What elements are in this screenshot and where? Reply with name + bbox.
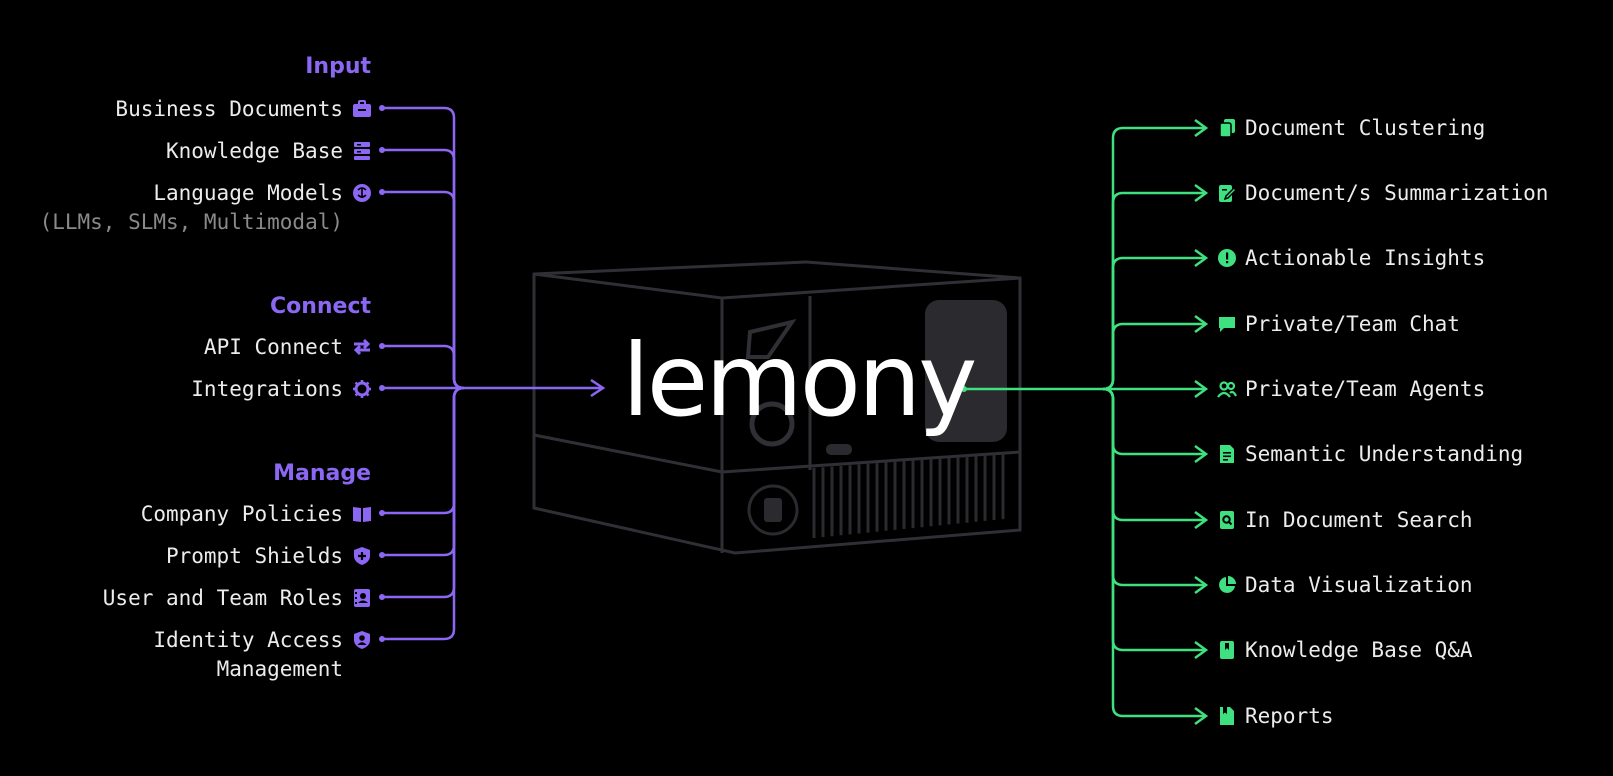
input-prompt-shields: Prompt Shields (165, 544, 343, 568)
shield-user-icon (354, 631, 370, 649)
input-connector-line (382, 386, 465, 515)
input-integrations: Integrations (191, 377, 343, 401)
box-globe-icon (749, 401, 795, 447)
input-language-models: Language Models (153, 181, 343, 205)
document-search-icon (1220, 511, 1234, 529)
box-logo-mark (745, 318, 797, 359)
briefcase-icon (353, 100, 371, 117)
output-private-team-agents: Private/Team Agents (1245, 377, 1486, 401)
input-language-models-sublabel: (LLMs, SLMs, Multimodal) (39, 210, 343, 234)
users-icon (1217, 381, 1237, 398)
input-identity-access: Identity Access (153, 628, 343, 652)
input-connector-line (382, 190, 465, 390)
output-document-summarization: Document/s Summarization (1245, 181, 1549, 205)
output-knowledge-base-qa: Knowledge Base Q&A (1245, 638, 1473, 662)
book-bookmark-icon (1220, 641, 1234, 659)
output-arrowhead (1194, 640, 1209, 660)
output-arrowhead (1194, 379, 1209, 399)
output-reports: Reports (1245, 704, 1334, 728)
input-connector-line (382, 386, 465, 641)
input-knowledge-base: Knowledge Base (165, 139, 343, 163)
swap-arrows-icon (353, 338, 371, 356)
heading-manage: Manage (273, 461, 371, 486)
output-in-document-search: In Document Search (1245, 508, 1473, 532)
output-semantic-understanding: Semantic Understanding (1245, 442, 1524, 466)
input-connector-line (382, 344, 465, 390)
output-arrowhead (1194, 248, 1209, 268)
gear-icon (353, 380, 371, 398)
brand-wordmark: lemony (622, 322, 977, 439)
output-arrowhead (1194, 575, 1209, 595)
input-connector-line (382, 148, 465, 390)
output-arrowhead (1194, 118, 1209, 138)
document-text-icon (1220, 445, 1234, 463)
output-connector-line (1102, 322, 1205, 391)
input-api-connect: API Connect (203, 335, 343, 359)
input-connector-line (382, 386, 465, 557)
documents-stack-icon (1219, 119, 1235, 138)
brain-icon (353, 184, 371, 202)
book-icon (353, 507, 371, 522)
shield-plus-icon (354, 547, 370, 565)
output-actionable-insights: Actionable Insights (1245, 246, 1486, 270)
input-connectors (379, 105, 606, 642)
output-connector-line (1102, 387, 1205, 587)
chat-bubble-icon (1219, 317, 1235, 332)
input-connector-line (382, 386, 465, 599)
output-arrowhead (1194, 444, 1209, 464)
input-business-documents: Business Documents (115, 97, 343, 121)
output-arrowhead (1194, 706, 1209, 726)
server-box-illustration (532, 260, 1022, 555)
input-arrowhead (590, 378, 606, 398)
output-data-visualization: Data Visualization (1245, 573, 1473, 597)
box-vents (812, 453, 1005, 538)
box-button (826, 444, 852, 455)
heading-input: Input (305, 54, 371, 79)
document-edit-icon (1219, 185, 1237, 202)
alert-circle-icon (1218, 249, 1236, 267)
heading-connect: Connect (269, 294, 371, 319)
input-company-policies: Company Policies (140, 502, 343, 526)
input-identity-access-line2: Management (216, 657, 343, 681)
output-private-team-chat: Private/Team Chat (1245, 312, 1460, 336)
bookmark-doc-icon (1220, 707, 1234, 725)
box-close-badge-doc (764, 498, 782, 522)
database-icon (354, 142, 370, 160)
input-user-team-roles: User and Team Roles (102, 586, 343, 610)
output-document-clustering: Document Clustering (1245, 116, 1486, 140)
output-connector-line (1102, 191, 1205, 391)
box-panel (925, 300, 1007, 442)
box-close-badge (747, 484, 799, 536)
output-connector-line (1102, 387, 1205, 456)
output-connectors (961, 118, 1209, 726)
output-arrowhead (1194, 183, 1209, 203)
pie-chart-icon (1219, 576, 1236, 593)
output-arrowhead (1194, 314, 1209, 334)
output-connector-line (1102, 387, 1205, 718)
output-arrowhead (1194, 510, 1209, 530)
contact-book-icon (354, 589, 370, 607)
